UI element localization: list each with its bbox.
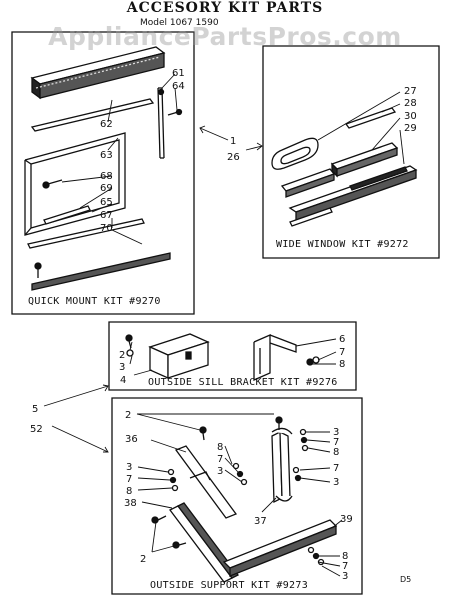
kit-caption-support: OUTSIDE SUPPORT KIT #9273 bbox=[150, 580, 309, 591]
kit-caption-quick-mount: QUICK MOUNT KIT #9270 bbox=[28, 296, 161, 307]
part-number: 28 bbox=[404, 98, 417, 109]
part-number: 6 bbox=[339, 334, 345, 345]
part-number: 38 bbox=[124, 498, 137, 509]
part-70-bar bbox=[32, 253, 170, 290]
part-number: 3 bbox=[217, 466, 223, 477]
part-37-leg bbox=[272, 428, 292, 502]
part-number: 39 bbox=[340, 514, 353, 525]
part-number: 37 bbox=[254, 516, 267, 527]
part-27-bracket bbox=[272, 138, 318, 169]
part-number: 8 bbox=[217, 442, 223, 453]
kit-callout-arrows bbox=[200, 126, 262, 150]
part-number: 30 bbox=[404, 111, 417, 122]
part-number: 61 bbox=[172, 68, 185, 79]
part-number: 2 bbox=[125, 410, 131, 421]
part-63-frame bbox=[25, 133, 125, 235]
part-number: 8 bbox=[333, 447, 339, 458]
part-right-angle-bracket bbox=[254, 335, 296, 380]
part-number: 7 bbox=[333, 437, 339, 448]
corner-mark: D5 bbox=[400, 575, 411, 584]
part-4-sill-bracket bbox=[150, 334, 208, 378]
part-69-strip bbox=[44, 206, 90, 224]
part-number: 8 bbox=[126, 486, 132, 497]
kit-callout: 5 bbox=[32, 404, 38, 415]
part-number: 3 bbox=[333, 427, 339, 438]
kit-caption-wide-window: WIDE WINDOW KIT #9272 bbox=[276, 239, 409, 250]
part-number: 3 bbox=[333, 477, 339, 488]
page-title: ACCESORY KIT PARTS bbox=[126, 0, 324, 16]
part-number: 8 bbox=[339, 359, 345, 370]
part-number: 67 bbox=[100, 210, 113, 221]
part-number: 7 bbox=[342, 561, 348, 572]
part-38-leg bbox=[170, 503, 238, 582]
part-36-clip bbox=[190, 472, 210, 480]
part-29-plate bbox=[290, 166, 416, 226]
part-number: 29 bbox=[404, 123, 417, 134]
part-number: 3 bbox=[342, 571, 348, 582]
kit-callout: 1 bbox=[230, 136, 236, 147]
part-number: 69 bbox=[100, 183, 113, 194]
part-39-bar bbox=[224, 520, 336, 576]
part-number: 65 bbox=[100, 197, 113, 208]
part-number: 68 bbox=[100, 171, 113, 182]
part-number: 4 bbox=[120, 375, 126, 386]
part-62-channel-bar bbox=[32, 47, 164, 98]
part-number: 7 bbox=[333, 463, 339, 474]
part-number: 62 bbox=[100, 119, 113, 130]
part-number: 3 bbox=[126, 462, 132, 473]
part-number: 27 bbox=[404, 86, 417, 97]
part-number: 2 bbox=[140, 554, 146, 565]
part-thin-strip bbox=[32, 99, 153, 131]
part-number: 2 bbox=[119, 350, 125, 361]
part-number: 63 bbox=[100, 150, 113, 161]
support-kit-panel bbox=[112, 398, 362, 594]
kit-callout-arrows bbox=[44, 385, 108, 452]
screw-icon bbox=[35, 263, 41, 278]
part-number: 7 bbox=[339, 347, 345, 358]
part-67-strip bbox=[28, 219, 144, 248]
part-36-arm bbox=[176, 446, 236, 518]
screw-icon bbox=[126, 335, 133, 356]
leader-lines-wide-window bbox=[318, 92, 404, 164]
part-number: 64 bbox=[172, 81, 185, 92]
part-28-strip bbox=[346, 108, 395, 128]
part-number: 7 bbox=[217, 454, 223, 465]
screw-icon bbox=[43, 180, 62, 188]
leader-lines-quick-mount bbox=[62, 74, 177, 244]
leader-lines-sill bbox=[130, 339, 336, 375]
part-number: 36 bbox=[125, 434, 138, 445]
screw-icon bbox=[152, 417, 282, 548]
screw-icon bbox=[168, 110, 182, 116]
part-number: 70 bbox=[100, 223, 113, 234]
part-number: 8 bbox=[342, 551, 348, 562]
kit-caption-sill-bracket: OUTSIDE SILL BRACKET KIT #9276 bbox=[148, 377, 338, 388]
model-number: Model 1067 1590 bbox=[140, 18, 219, 28]
part-number: 7 bbox=[126, 474, 132, 485]
kit-callout: 26 bbox=[227, 152, 240, 163]
part-30-foam bbox=[282, 143, 397, 197]
kit-callout: 52 bbox=[30, 424, 43, 435]
leader-lines-support bbox=[137, 414, 342, 576]
part-61-rod bbox=[158, 88, 164, 158]
part-number: 3 bbox=[119, 362, 125, 373]
sill-bracket-kit-panel bbox=[109, 322, 356, 390]
wide-window-kit-panel bbox=[263, 46, 439, 258]
quick-mount-kit-panel bbox=[12, 32, 194, 314]
